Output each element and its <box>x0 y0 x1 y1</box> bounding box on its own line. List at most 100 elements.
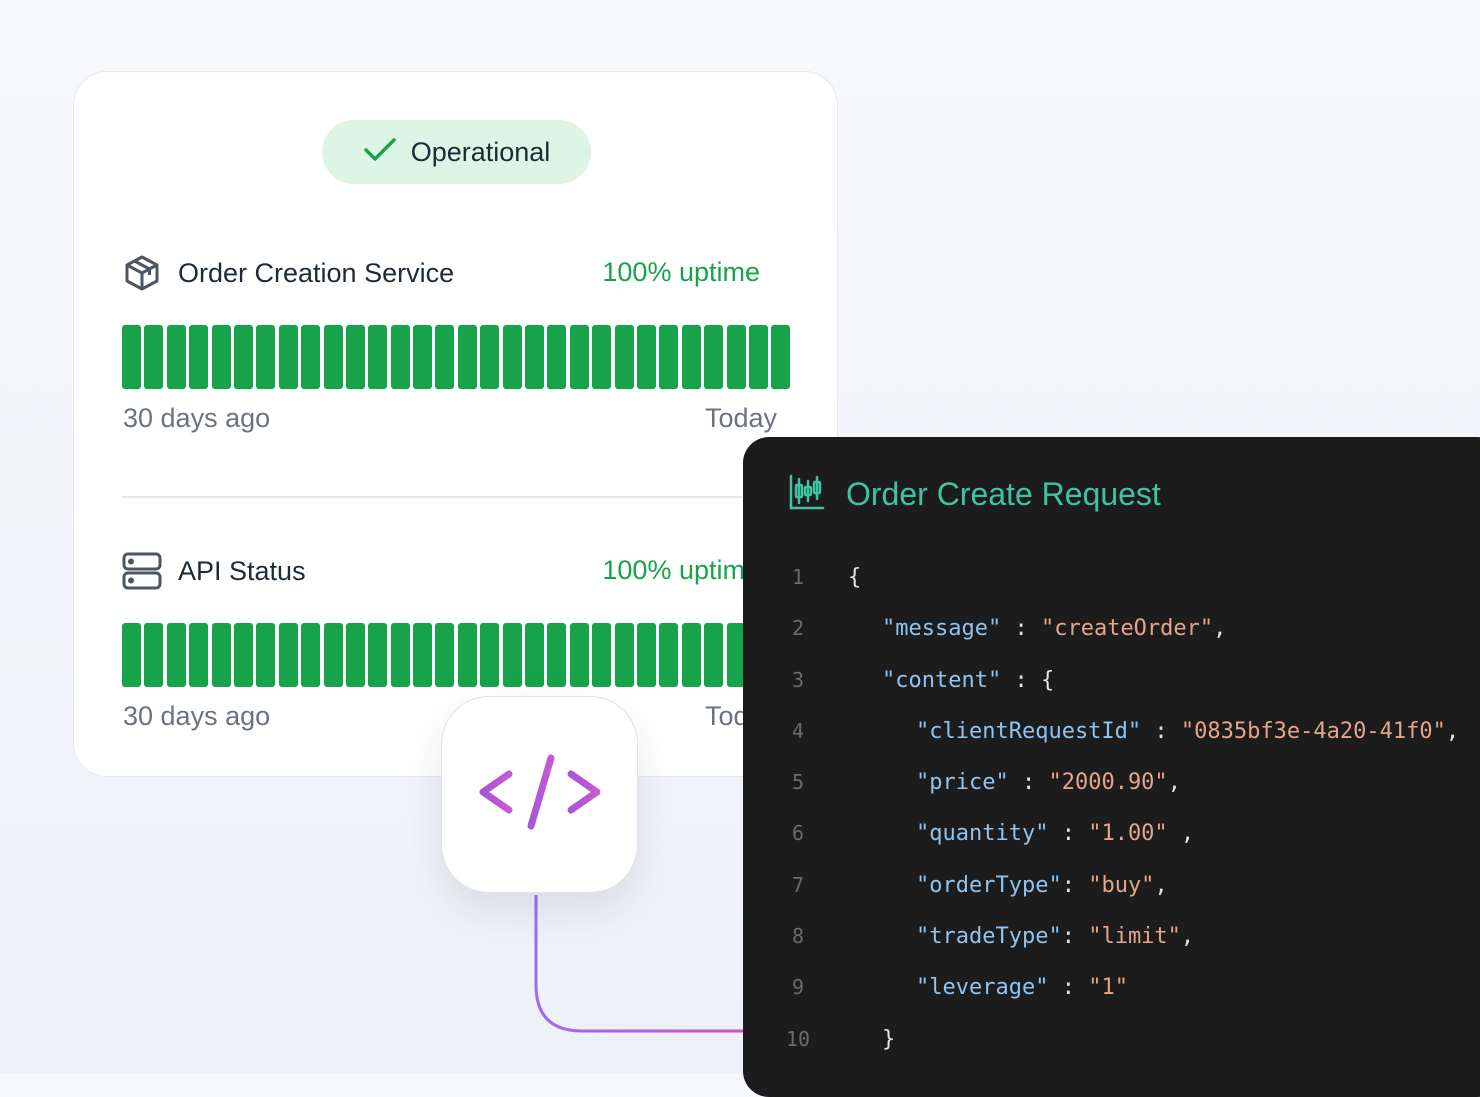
uptime-day-bar <box>614 325 634 389</box>
uptime-day-bar <box>457 325 477 389</box>
json-string: "1" <box>1088 975 1128 1001</box>
code-icon-tile <box>441 696 638 893</box>
server-icon <box>122 551 162 591</box>
uptime-day-bar <box>480 623 500 687</box>
uptime-day-bar <box>659 325 679 389</box>
uptime-day-bar <box>166 325 186 389</box>
uptime-day-bar <box>592 325 612 389</box>
uptime-day-bar <box>457 623 477 687</box>
code-text: } <box>882 1014 895 1065</box>
uptime-day-bar <box>278 325 298 389</box>
uptime-day-bar <box>502 325 522 389</box>
service-order-creation: Order Creation Service 100% uptime 30 da… <box>122 253 791 433</box>
uptime-day-bar <box>122 325 141 389</box>
range-start: 30 days ago <box>123 701 271 731</box>
code-text: "tradeType": "limit", <box>916 911 1194 962</box>
uptime-day-bar <box>413 325 433 389</box>
json-punctuation: : <box>1001 616 1041 642</box>
uptime-day-bar <box>547 623 567 687</box>
uptime-day-bar <box>636 325 656 389</box>
range-start: 30 days ago <box>123 403 271 433</box>
uptime-bars <box>122 325 791 389</box>
line-number: 10 <box>785 1026 811 1051</box>
uptime-day-bar <box>435 623 455 687</box>
uptime-day-bar <box>368 325 388 389</box>
uptime-day-bar <box>525 623 545 687</box>
uptime-day-bar <box>256 623 276 687</box>
line-number: 2 <box>791 616 805 641</box>
uptime-day-bar <box>301 623 321 687</box>
json-key: "content" <box>882 667 1002 693</box>
uptime-day-bar <box>435 325 455 389</box>
divider <box>122 496 747 498</box>
line-number: 6 <box>791 821 805 846</box>
json-punctuation: , <box>1154 872 1168 898</box>
uptime-day-bar <box>256 325 276 389</box>
uptime-day-bar <box>480 325 500 389</box>
json-punctuation: : <box>1008 770 1049 796</box>
service-name: Order Creation Service <box>178 257 455 288</box>
json-punctuation: : <box>1141 718 1181 744</box>
uptime-day-bar <box>166 623 186 687</box>
uptime-day-bar <box>569 623 589 687</box>
json-key: "message" <box>882 616 1002 642</box>
line-number: 4 <box>791 718 805 743</box>
code-text: "quantity" : "1.00" , <box>916 808 1194 859</box>
uptime-day-bar <box>569 325 589 389</box>
uptime-day-bar <box>771 325 791 389</box>
uptime-day-bar <box>592 623 612 687</box>
uptime-day-bar <box>323 325 343 389</box>
json-string: "1.00" <box>1088 821 1168 847</box>
json-punctuation: { <box>848 565 862 590</box>
service-name: API Status <box>178 555 306 586</box>
json-key: "quantity" <box>916 821 1049 847</box>
uptime-day-bar <box>659 623 679 687</box>
uptime-day-bar <box>189 623 209 687</box>
uptime-day-bar <box>144 325 164 389</box>
line-number: 7 <box>791 872 805 897</box>
uptime-day-bar <box>726 623 746 687</box>
json-key: "clientRequestId" <box>916 718 1142 744</box>
json-key: "price" <box>916 770 1009 796</box>
connector-line <box>534 895 750 1033</box>
json-key: "tradeType" <box>916 924 1062 950</box>
package-icon <box>122 253 162 293</box>
json-punctuation: , <box>1213 616 1227 642</box>
candlestick-chart-icon <box>788 473 826 516</box>
uptime-day-bar <box>704 325 724 389</box>
uptime-day-bar <box>211 623 231 687</box>
uptime-day-bar <box>233 325 253 389</box>
json-string: "buy" <box>1088 872 1155 898</box>
check-icon <box>363 137 397 168</box>
operational-badge: Operational <box>322 120 591 184</box>
json-string: "createOrder" <box>1040 616 1214 642</box>
uptime-day-bar <box>525 325 545 389</box>
code-brackets-icon <box>475 752 605 837</box>
uptime-day-bar <box>301 325 321 389</box>
uptime-day-bar <box>681 325 701 389</box>
json-punctuation: : { <box>1001 667 1055 693</box>
json-punctuation: } <box>882 1026 896 1052</box>
uptime-day-bar <box>345 623 365 687</box>
json-punctuation: , <box>1167 821 1195 847</box>
uptime-day-bar <box>748 325 768 389</box>
code-text: "message" : "createOrder", <box>882 603 1226 654</box>
line-number: 8 <box>791 924 805 949</box>
code-text: "price" : "2000.90", <box>916 757 1181 808</box>
uptime-day-bar <box>681 623 701 687</box>
uptime-day-bar <box>368 623 388 687</box>
line-number: 5 <box>791 770 805 795</box>
uptime-day-bar <box>144 623 164 687</box>
json-string: "limit" <box>1088 924 1181 950</box>
line-number: 1 <box>791 565 805 589</box>
json-punctuation: , <box>1180 924 1195 950</box>
json-string: "2000.90" <box>1048 770 1168 796</box>
badge-label: Operational <box>410 136 551 167</box>
uptime-day-bar <box>636 623 656 687</box>
uptime-day-bar <box>726 325 746 389</box>
range-end: Today <box>704 403 777 433</box>
uptime-day-bar <box>413 623 433 687</box>
uptime-day-bar <box>547 325 567 389</box>
uptime-day-bar <box>211 325 231 389</box>
json-punctuation: : <box>1048 821 1089 847</box>
